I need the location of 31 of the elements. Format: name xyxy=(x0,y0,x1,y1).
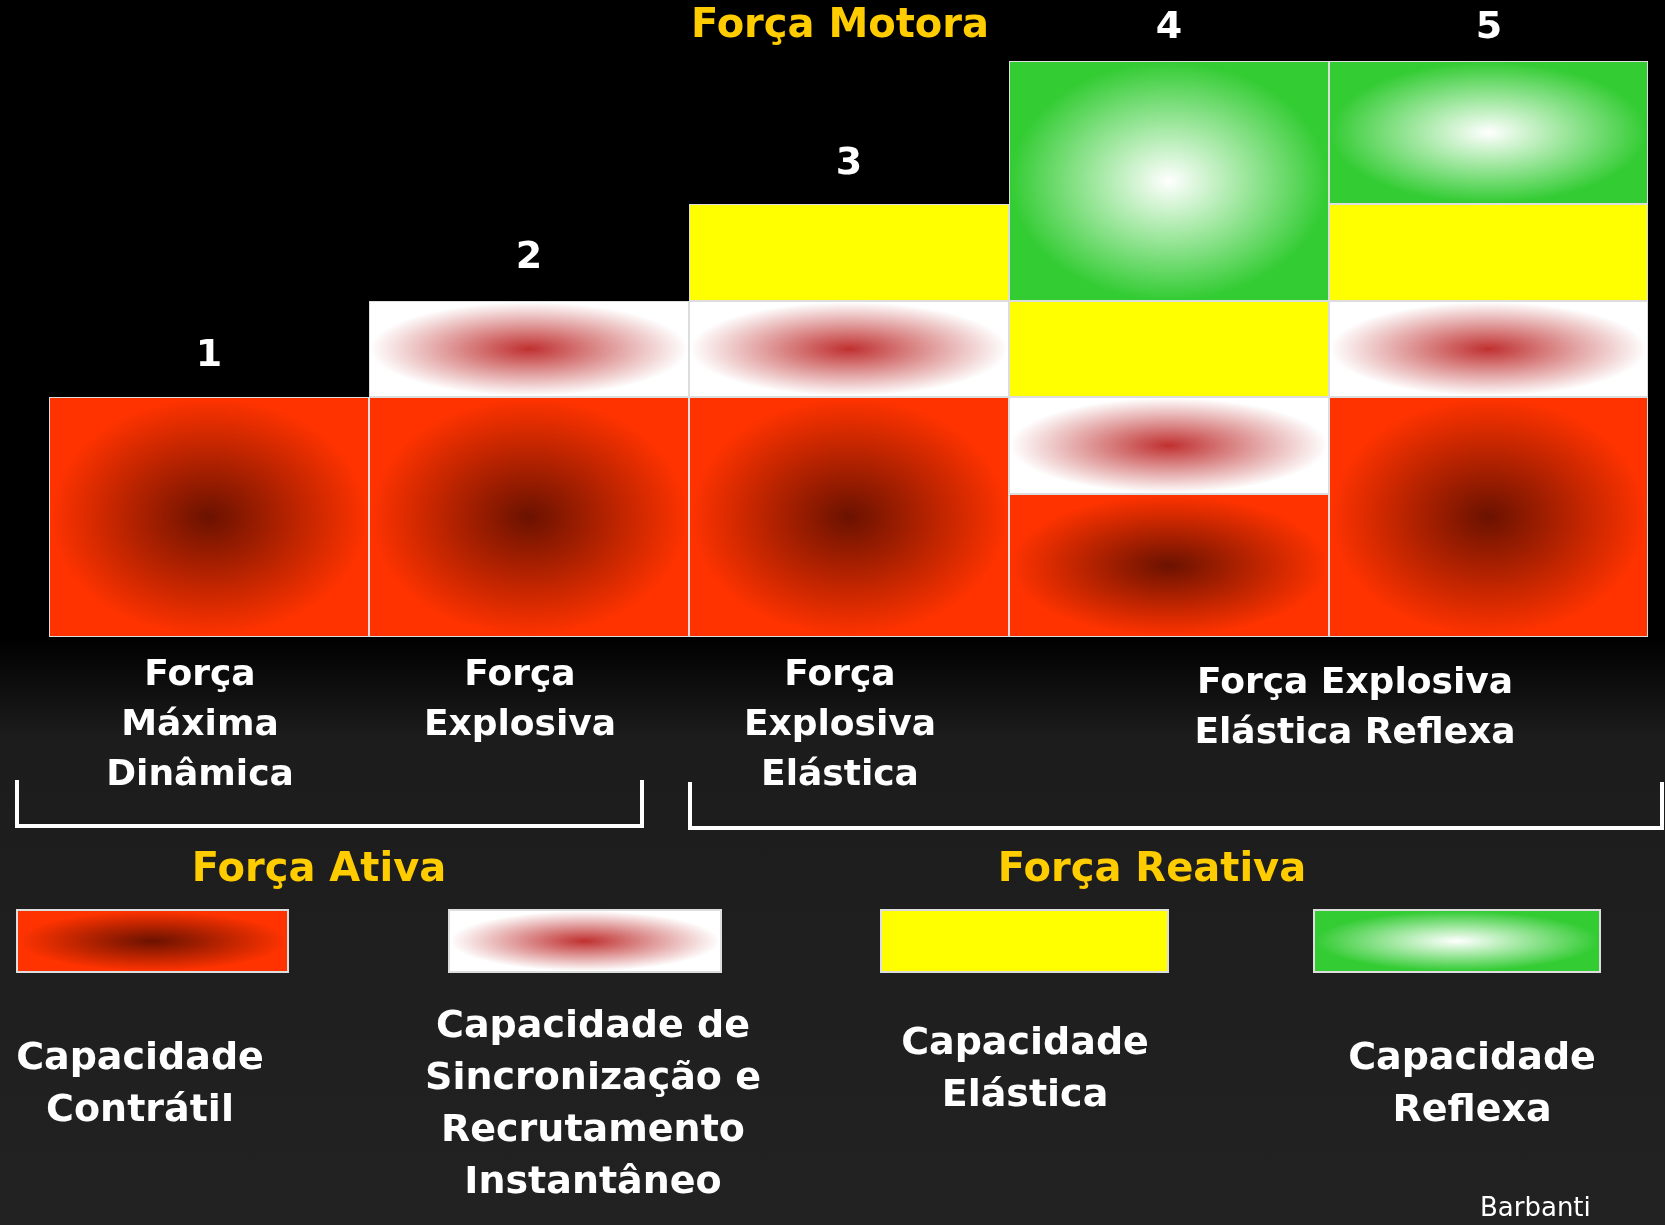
stacked-block xyxy=(1009,494,1329,637)
stacked-block xyxy=(1009,61,1329,301)
column-number: 5 xyxy=(1474,2,1504,48)
group-label: Força Ativa xyxy=(190,843,448,892)
column-caption: Força Explosiva xyxy=(422,651,618,745)
stacked-block xyxy=(1329,301,1648,397)
stacked-block xyxy=(1329,204,1648,301)
column-number: 3 xyxy=(834,138,864,184)
stacked-block xyxy=(1009,301,1329,397)
title: Força Motora xyxy=(689,0,991,46)
stacked-block xyxy=(1009,397,1329,494)
group-label: Força Reativa xyxy=(996,843,1308,892)
stacked-block xyxy=(49,397,369,637)
legend-text: Capacidade Reflexa xyxy=(1347,1033,1597,1132)
column-number: 2 xyxy=(514,232,544,278)
stacked-block xyxy=(369,301,689,397)
column-caption: Força Máxima Dinâmica xyxy=(105,651,295,795)
column-caption: Força Explosiva Elástica xyxy=(742,651,938,795)
column-number: 4 xyxy=(1154,2,1184,48)
stacked-block xyxy=(689,397,1009,637)
stacked-block xyxy=(1329,397,1648,637)
column-number: 1 xyxy=(194,330,224,376)
legend-text: Capacidade Contrátil xyxy=(15,1033,265,1132)
author-credit: Barbanti xyxy=(1480,1192,1591,1222)
column-caption: Força Explosiva Elástica Reflexa xyxy=(1193,659,1517,753)
legend-text: Capacidade de Sincronização e Recrutamento Instantâneo xyxy=(424,1001,762,1204)
stacked-block xyxy=(689,204,1009,301)
stacked-block xyxy=(689,301,1009,397)
stacked-block xyxy=(369,397,689,637)
legend-text: Capacidade Elástica xyxy=(900,1018,1150,1117)
stacked-block xyxy=(1329,61,1648,204)
